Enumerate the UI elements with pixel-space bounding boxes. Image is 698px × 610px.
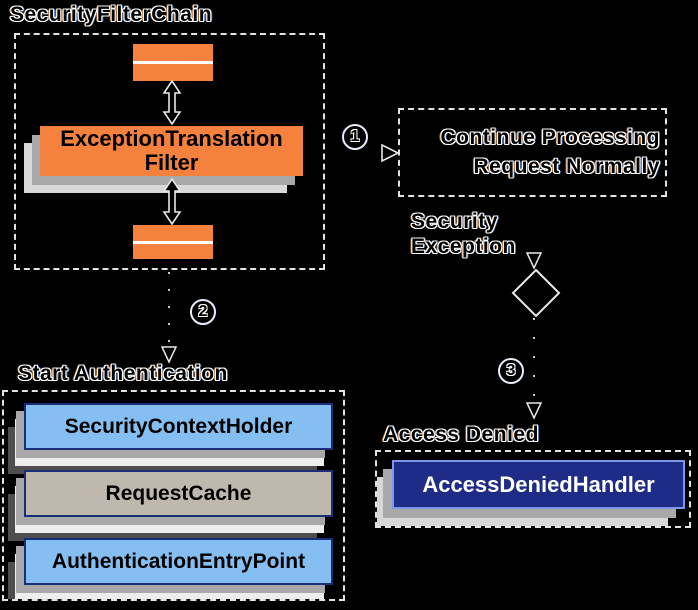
access-denied-handler-box: AccessDeniedHandler <box>392 460 685 509</box>
filter-bar <box>133 44 213 61</box>
authentication-entry-point-box: AuthenticationEntryPoint <box>24 538 333 585</box>
arrowhead-right-icon <box>381 144 400 163</box>
security-filter-chain-box <box>14 33 325 270</box>
security-exception-label: Security Exception <box>411 210 516 258</box>
security-filter-chain-title: SecurityFilterChain <box>10 3 213 26</box>
dotted-connector <box>533 318 535 400</box>
step-2-badge: 2 <box>190 299 216 325</box>
filter-placeholder-bars-bottom <box>133 225 213 259</box>
double-arrow-icon <box>162 80 182 125</box>
step-3-badge: 3 <box>498 358 524 384</box>
request-cache-box: RequestCache <box>24 470 333 517</box>
filter-bar <box>133 64 213 81</box>
decision-diamond-icon <box>511 268 561 318</box>
access-denied-box: AccessDeniedHandler <box>375 450 691 528</box>
dotted-connector <box>168 272 170 346</box>
arrowhead-down-icon <box>525 252 543 270</box>
continue-processing-box: Continue Processing Request Normally <box>398 108 667 197</box>
exception-translation-filter-box: ExceptionTranslation Filter <box>40 126 303 176</box>
filter-bar <box>133 243 213 259</box>
step-1-badge: 1 <box>342 124 368 150</box>
double-arrow-icon <box>162 178 182 225</box>
start-authentication-title: Start Authentication <box>18 362 228 385</box>
start-authentication-box: SecurityContextHolder RequestCache Authe… <box>2 390 345 601</box>
arrowhead-down-icon <box>525 402 543 420</box>
filter-bar <box>133 225 213 241</box>
filter-placeholder-bars-top <box>133 44 213 81</box>
arrowhead-down-icon <box>160 346 178 364</box>
security-context-holder-box: SecurityContextHolder <box>24 403 333 450</box>
access-denied-title: Access Denied <box>383 423 539 446</box>
